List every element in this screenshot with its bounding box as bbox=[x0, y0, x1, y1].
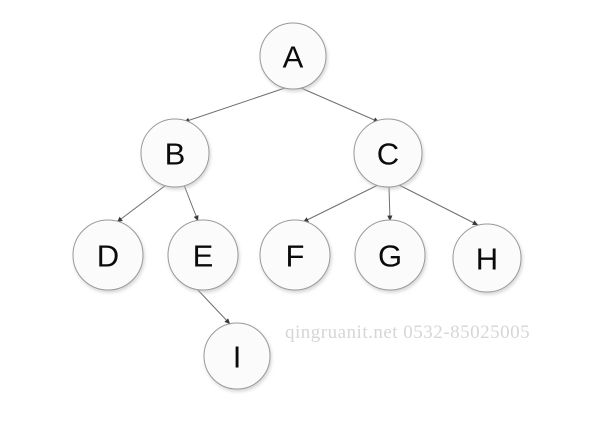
node-circle-d[interactable] bbox=[72, 219, 144, 291]
node-label-e: E bbox=[193, 239, 214, 274]
edges-layer bbox=[116, 87, 479, 325]
node-label-i: I bbox=[233, 340, 242, 375]
node-label-f: F bbox=[286, 239, 305, 274]
edge-b-e bbox=[183, 184, 199, 222]
node-label-h: H bbox=[476, 242, 498, 277]
node-label-g: G bbox=[378, 239, 402, 274]
node-circle-g[interactable] bbox=[354, 219, 426, 291]
edge-a-b bbox=[183, 87, 286, 123]
node-circle-c[interactable] bbox=[353, 118, 423, 188]
edge-c-g bbox=[387, 186, 393, 222]
tree-node-d[interactable]: D bbox=[72, 219, 144, 291]
tree-node-g[interactable]: G bbox=[354, 219, 426, 291]
node-circle-i[interactable] bbox=[203, 322, 271, 390]
watermark-label: qingruanit.net 0532-85025005 bbox=[285, 322, 530, 343]
node-circle-f[interactable] bbox=[259, 219, 331, 291]
node-label-d: D bbox=[97, 239, 119, 274]
edge-c-f bbox=[302, 184, 379, 223]
node-circle-a[interactable] bbox=[259, 22, 327, 90]
node-label-b: B bbox=[165, 137, 186, 172]
edge-c-h bbox=[398, 184, 479, 226]
tree-node-b[interactable]: B bbox=[140, 118, 210, 188]
tree-node-c[interactable]: C bbox=[353, 118, 423, 188]
nodes-layer: A B C D E F G H I bbox=[72, 22, 522, 390]
edge-a-c bbox=[300, 87, 380, 123]
tree-node-e[interactable]: E bbox=[167, 219, 239, 291]
tree-node-h[interactable]: H bbox=[452, 223, 522, 293]
edge-b-d bbox=[116, 184, 167, 223]
tree-node-i[interactable]: I bbox=[203, 322, 271, 390]
node-circle-h[interactable] bbox=[452, 223, 522, 293]
node-label-c: C bbox=[377, 137, 399, 172]
tree-node-a[interactable]: A bbox=[259, 22, 327, 90]
node-circle-e[interactable] bbox=[167, 219, 239, 291]
edge-e-i bbox=[195, 287, 231, 325]
tree-node-f[interactable]: F bbox=[259, 219, 331, 291]
node-circle-b[interactable] bbox=[140, 118, 210, 188]
node-label-a: A bbox=[283, 40, 304, 75]
